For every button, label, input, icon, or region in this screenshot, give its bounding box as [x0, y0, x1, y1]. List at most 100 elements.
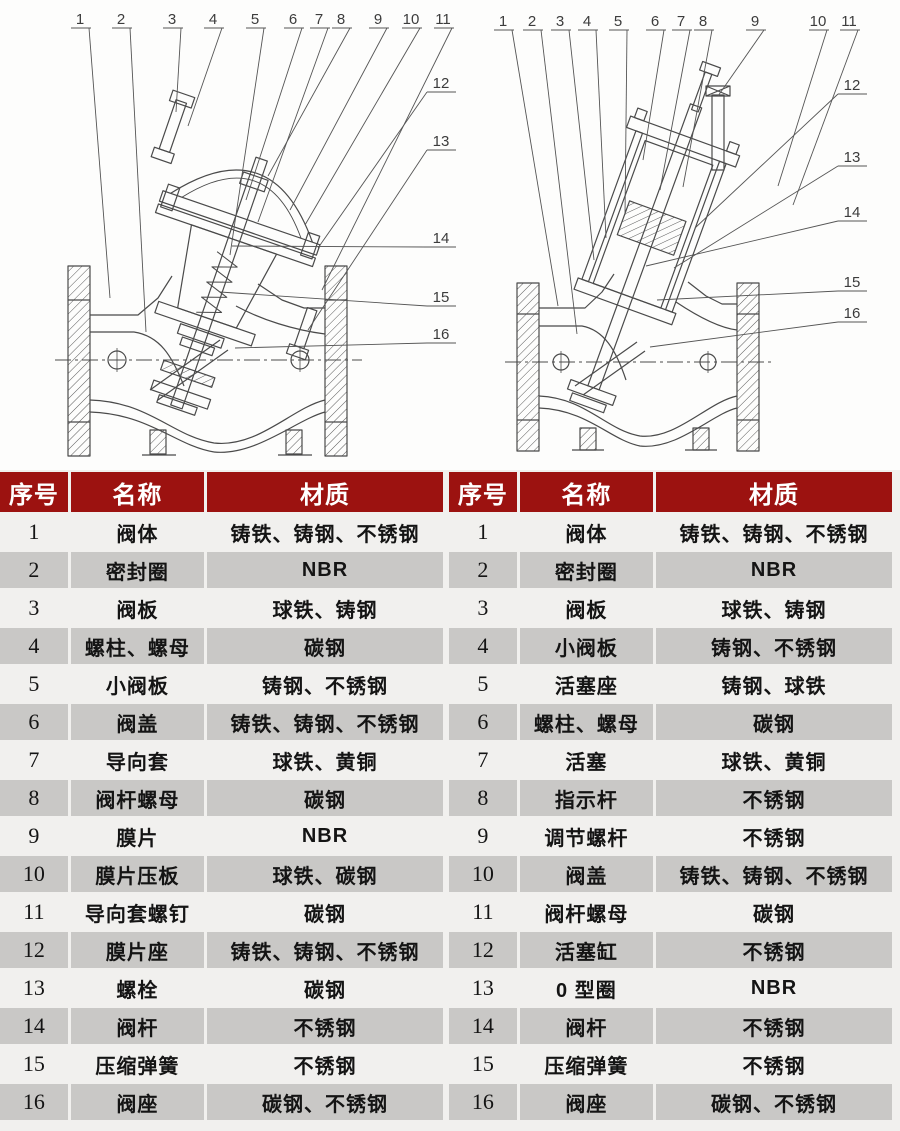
part-number-cell: 14	[0, 1008, 68, 1044]
callout-number: 10	[810, 13, 827, 30]
part-name-cell: 阀体	[519, 514, 654, 550]
part-number-cell: 3	[449, 590, 517, 626]
material-cell: 球铁、铸钢	[207, 590, 443, 626]
part-name-cell: 螺柱、螺母	[70, 628, 205, 664]
part-number-cell: 11	[449, 894, 517, 930]
material-cell: 球铁、铸钢	[656, 590, 892, 626]
callout-number: 14	[433, 230, 450, 247]
callout-number: 3	[556, 13, 564, 30]
valve-body-outline	[90, 275, 173, 316]
callout-number: 2	[528, 13, 536, 30]
material-cell: 碳钢	[207, 894, 443, 930]
col-header-material: 材质	[207, 472, 443, 512]
part-number-cell: 14	[449, 1008, 517, 1044]
header-row: 序号 名称 材质	[0, 472, 443, 512]
part-name-cell: 阀杆螺母	[70, 780, 205, 816]
spring	[196, 251, 238, 313]
callout-number: 5	[614, 13, 622, 30]
part-number-cell: 7	[449, 742, 517, 778]
header-row: 序号 名称 材质	[449, 472, 892, 512]
part-number-cell: 15	[0, 1046, 68, 1082]
callout-number: 13	[433, 133, 450, 150]
part-name-cell: 导向套	[70, 742, 205, 778]
material-cell: 铸铁、铸钢、不锈钢	[207, 932, 443, 968]
part-name-cell: 阀杆	[519, 1008, 654, 1044]
part-number-cell: 4	[449, 628, 517, 664]
material-cell: 铸钢、不锈钢	[207, 666, 443, 702]
material-cell: NBR	[207, 552, 443, 588]
piston	[616, 200, 687, 256]
flange-right	[736, 282, 760, 452]
part-number-cell: 10	[0, 856, 68, 892]
part-number-cell: 5	[0, 666, 68, 702]
part-name-cell: 活塞	[519, 742, 654, 778]
callout-number: 4	[583, 13, 591, 30]
part-name-cell: 阀座	[70, 1084, 205, 1120]
part-name-cell: 阀板	[70, 590, 205, 626]
diaphragm-valve-drawing	[55, 89, 362, 457]
part-number-cell: 13	[449, 970, 517, 1006]
material-cell: 铸铁、铸钢、不锈钢	[207, 514, 443, 550]
material-cell: 碳钢、不锈钢	[656, 1084, 892, 1120]
flange-left	[67, 265, 91, 457]
part-number-cell: 5	[449, 666, 517, 702]
material-cell: 铸铁、铸钢、不锈钢	[656, 514, 892, 550]
part-name-cell: 阀盖	[70, 704, 205, 740]
piston-valve-drawing	[505, 60, 775, 452]
callout-number: 4	[209, 11, 217, 28]
callout-number: 16	[844, 305, 861, 322]
callout-number: 3	[168, 11, 176, 28]
diaphragm-dome	[170, 169, 313, 243]
material-cell: 不锈钢	[656, 1046, 892, 1082]
part-number-cell: 6	[0, 704, 68, 740]
part-name-cell: 阀体	[70, 514, 205, 550]
part-number-cell: 6	[449, 704, 517, 740]
callout-number: 15	[844, 274, 861, 291]
material-cell: 不锈钢	[207, 1046, 443, 1082]
piston-cylinder	[592, 139, 714, 309]
part-number-cell: 10	[449, 856, 517, 892]
part-name-cell: 指示杆	[519, 780, 654, 816]
callout-number: 8	[699, 13, 707, 30]
material-cell: 铸钢、球铁	[656, 666, 892, 702]
callout-number: 11	[435, 11, 451, 28]
part-number-cell: 1	[449, 514, 517, 550]
part-number-cell: 16	[0, 1084, 68, 1120]
part-name-cell: 小阀板	[519, 628, 654, 664]
callout-number: 15	[433, 289, 450, 306]
material-cell: 球铁、碳钢	[207, 856, 443, 892]
stud-and-nut	[150, 89, 196, 165]
col-header-material: 材质	[656, 472, 892, 512]
material-cell: 铸铁、铸钢、不锈钢	[207, 704, 443, 740]
part-number-cell: 2	[449, 552, 517, 588]
part-number-cell: 1	[0, 514, 68, 550]
part-number-cell: 8	[449, 780, 517, 816]
top-plate	[625, 115, 741, 168]
material-cell: 碳钢	[656, 704, 892, 740]
col-header-name: 名称	[70, 472, 205, 512]
material-cell: 碳钢	[207, 970, 443, 1006]
part-number-cell: 13	[0, 970, 68, 1006]
diaphragm-plate	[158, 190, 321, 256]
callout-number: 7	[677, 13, 685, 30]
part-name-cell: 0 型圈	[519, 970, 654, 1006]
